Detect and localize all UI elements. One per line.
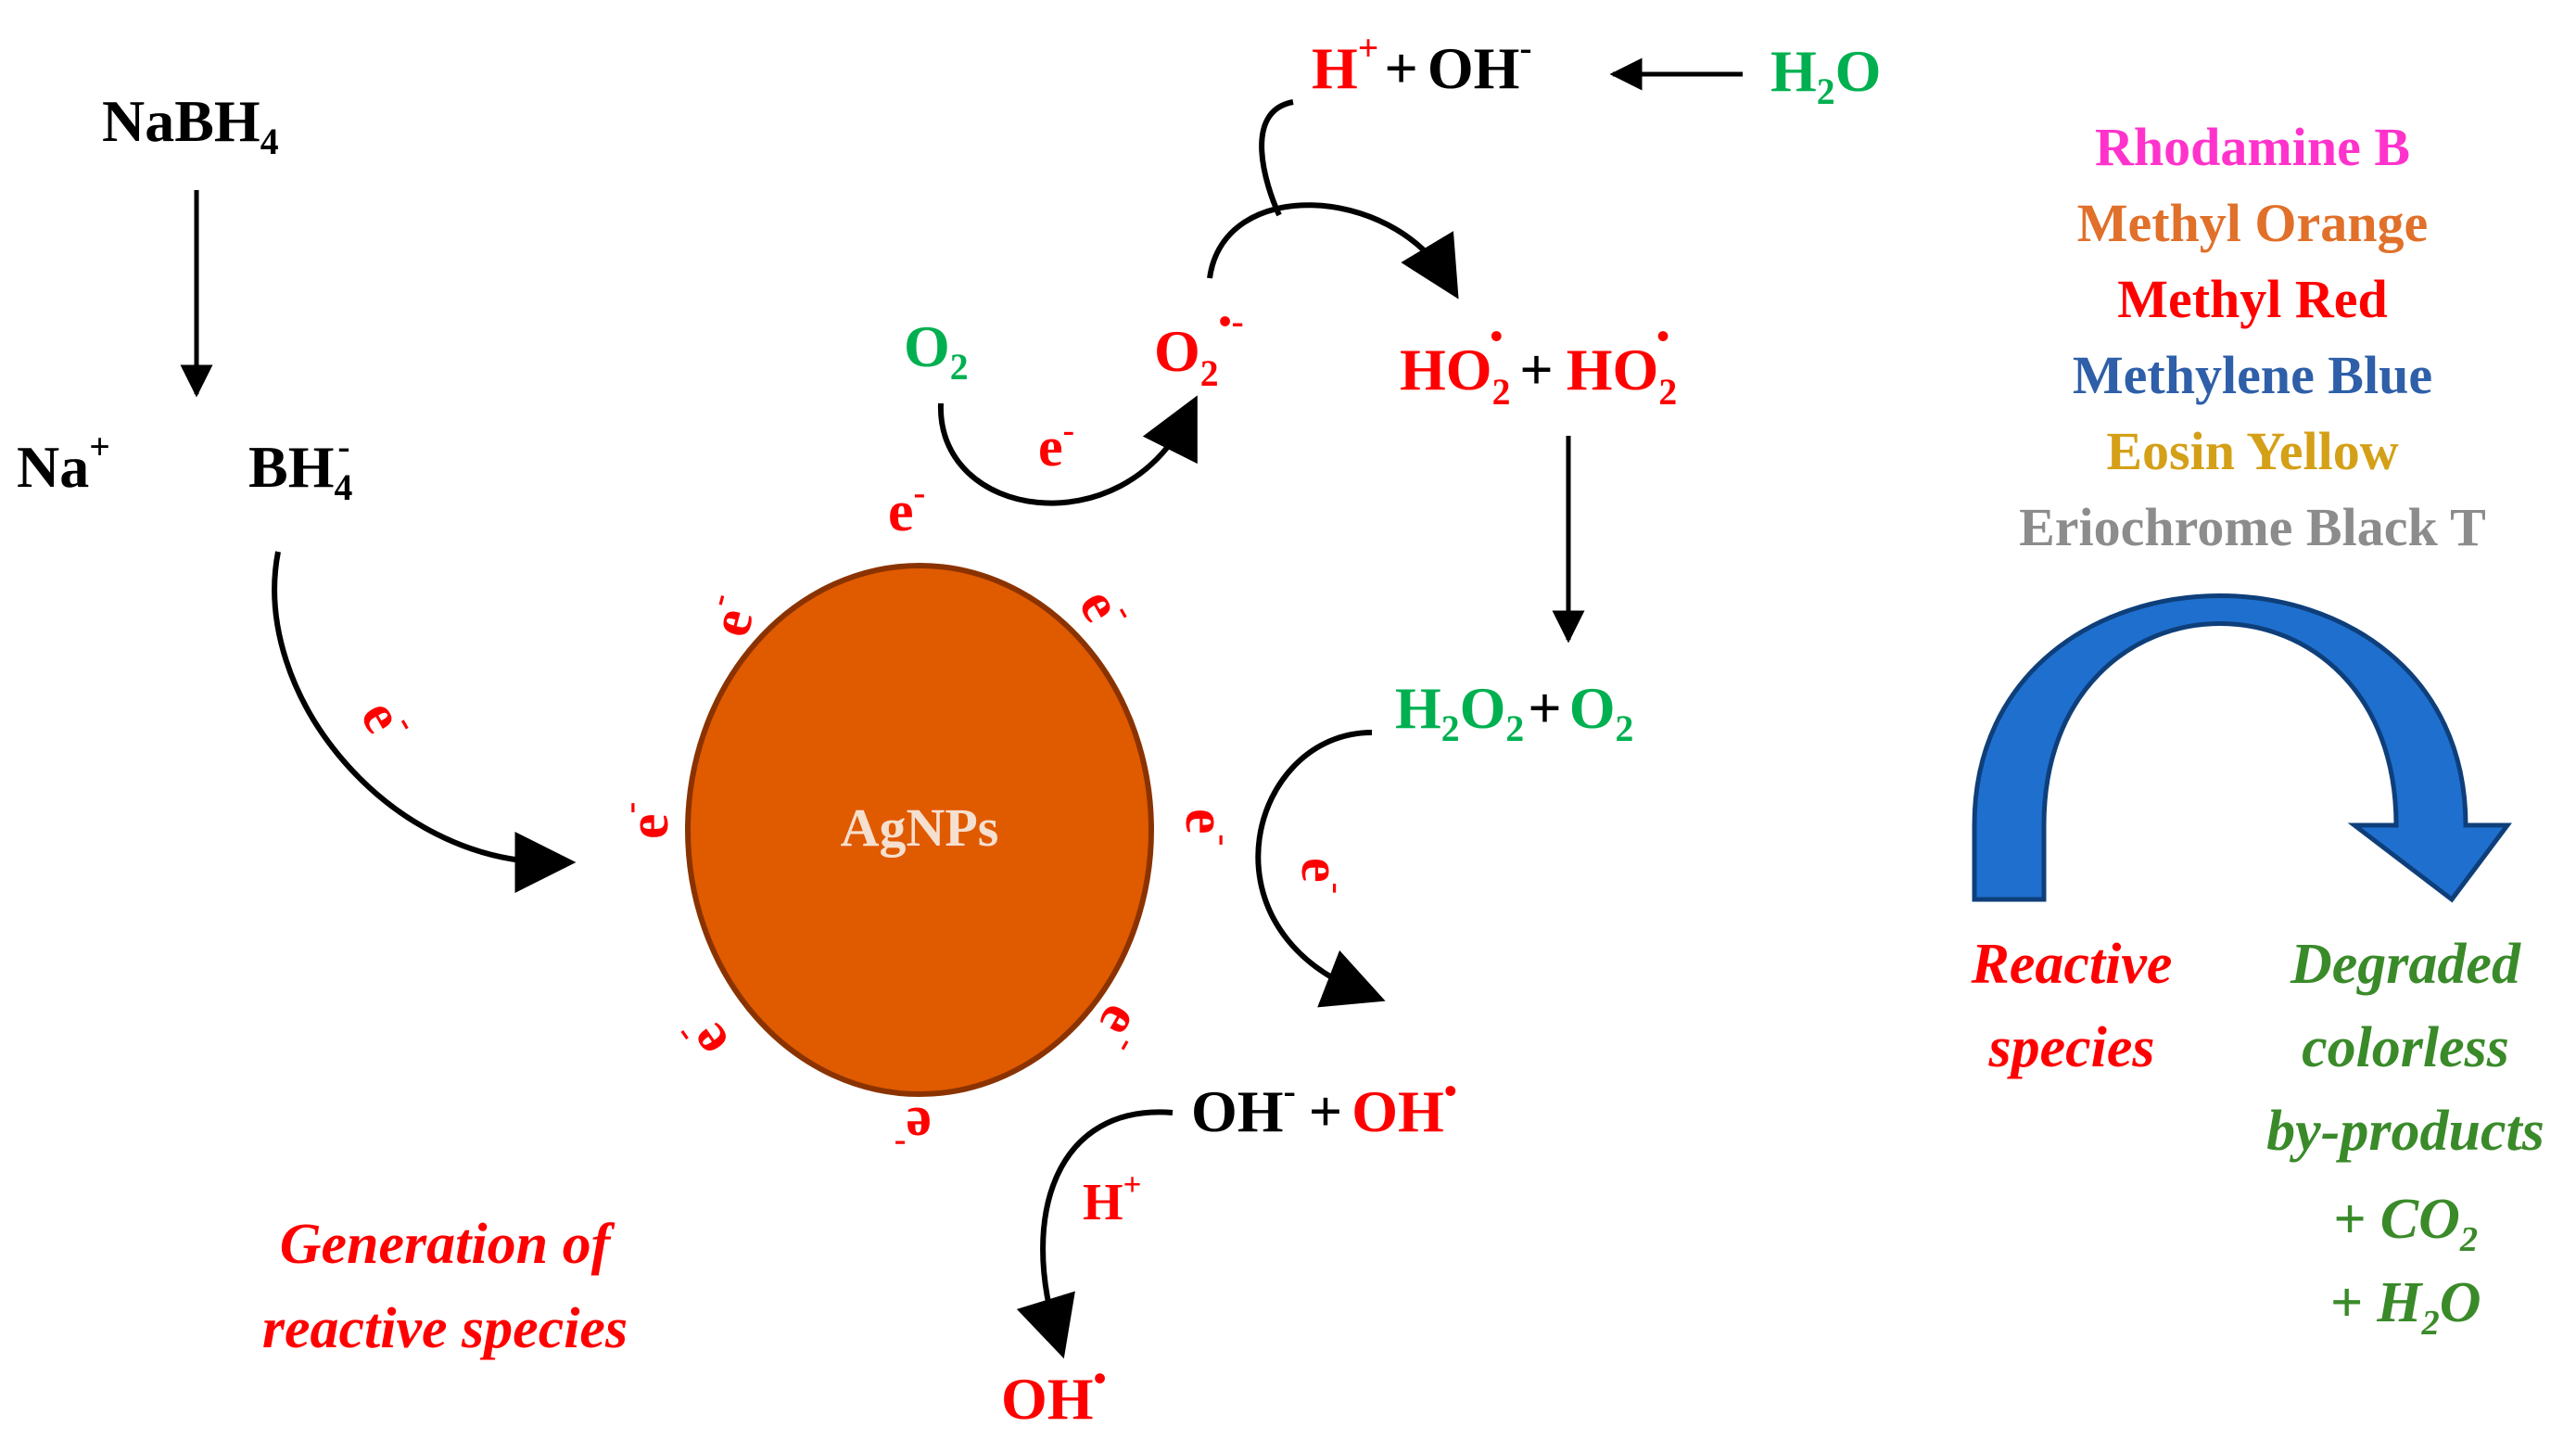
electron-label-transfer: e-: [349, 686, 427, 753]
reactive-species-line1: Reactive: [1971, 933, 2173, 996]
electron-top: e-: [888, 474, 925, 543]
dye-item-methylene-blue: Methylene Blue: [2073, 345, 2432, 405]
silver-nanoparticle: [685, 563, 1154, 1097]
na-ion-label: Na+: [17, 427, 110, 500]
protonation-arrow: [1207, 202, 1459, 299]
reactive-species-line2: species: [1987, 1016, 2154, 1079]
dye-item-methyl-red: Methyl Red: [2117, 269, 2388, 329]
dye-item-rhodamine-b: Rhodamine B: [2095, 117, 2410, 177]
proton-capture-line: [1259, 99, 1294, 217]
generation-caption-line2: reactive species: [262, 1297, 628, 1360]
electron-right: e-: [1174, 809, 1243, 846]
peroxide-reduction-arrow: [1255, 730, 1386, 1008]
electron-bottom: e-: [895, 1095, 932, 1165]
h2o-product: + H2O: [2329, 1271, 2481, 1343]
electron-transfer-arrow: [272, 551, 577, 893]
oh-pair-label: OH-+OH•: [1191, 1071, 1457, 1144]
dye-item-eosin-yellow: Eosin Yellow: [2106, 421, 2398, 481]
o2-label: O2: [904, 313, 969, 388]
degraded-line3: by-products: [2266, 1100, 2544, 1163]
electron-label-peroxide: e-: [1290, 858, 1356, 894]
nabh4-label: NaBH4: [102, 88, 279, 162]
generation-caption-line1: Generation of: [280, 1213, 615, 1276]
h2o-top-label: H2O: [1770, 38, 1881, 112]
dye-item-eriochrome-black-t: Eriochrome Black T: [2019, 497, 2486, 557]
hydroxyl-conversion-arrow: [1016, 1109, 1174, 1359]
h-oh-top-label: H++OH-: [1312, 28, 1532, 101]
h-plus-label: H+: [1083, 1166, 1141, 1231]
co2-product: + CO2: [2333, 1188, 2478, 1259]
ho2-pair-label: HO2•+HO2•: [1400, 316, 1677, 413]
degraded-line2: colorless: [2302, 1016, 2509, 1079]
electron-bottom-left: e-: [663, 1003, 742, 1074]
h2o2-o2-label: H2O2+O2: [1395, 675, 1633, 749]
oxygen-reduction-arrow: [937, 395, 1198, 506]
superoxide-label: O2•-: [1154, 301, 1244, 394]
dye-item-methyl-orange: Methyl Orange: [2077, 193, 2429, 253]
oh-radical-label: OH•: [1001, 1358, 1106, 1432]
electron-top-right: e-: [1067, 575, 1146, 642]
degraded-line1: Degraded: [2290, 933, 2521, 996]
electron-label-reduction: e-: [1038, 412, 1074, 478]
electron-top-left: e-: [692, 589, 769, 643]
electron-left: e-: [611, 802, 680, 839]
agnps-label: AgNPs: [841, 797, 999, 858]
degradation-arrow: [1972, 593, 2512, 903]
bh4-ion-label: BH4-: [248, 427, 352, 508]
